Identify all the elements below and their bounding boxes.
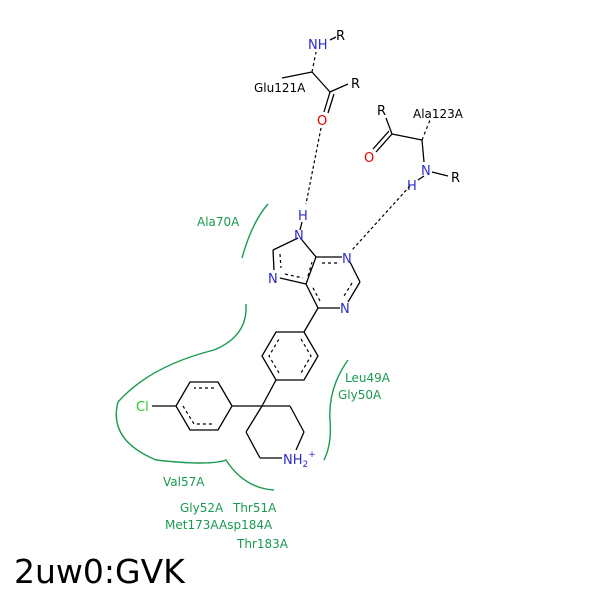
bond-c6-c5 xyxy=(245,431,261,459)
atom-nh2: NH2+ xyxy=(283,450,316,470)
atom-n3-purine: N xyxy=(342,252,352,267)
bond-c2-n xyxy=(295,431,305,451)
bond-c6-phenyl xyxy=(303,307,319,333)
residue-label-met173: Met173A xyxy=(165,518,219,532)
residue-label-glu121: Glu121A xyxy=(254,81,306,95)
arom-5ring-b xyxy=(284,273,304,279)
atom-n-ala: N xyxy=(421,164,431,179)
atom-h-purine: H xyxy=(298,209,308,224)
atom-o-glu: O xyxy=(317,114,327,129)
arc-leu49-gly50 xyxy=(323,359,349,461)
atom-r-glu-c: R xyxy=(351,77,360,92)
piperidine-ring: NH2+ xyxy=(245,405,316,470)
arom-6ring-b xyxy=(343,282,353,297)
bond-ala-ca-cb xyxy=(421,119,431,141)
residue-label-gly52: Gly52A xyxy=(180,501,224,515)
arc-ala70 xyxy=(241,203,269,259)
atom-n7-purine: N xyxy=(268,272,278,287)
residue-label-ala70: Ala70A xyxy=(197,215,240,229)
bond-glu-ca-label xyxy=(281,71,313,79)
atom-cl: Cl xyxy=(136,400,149,415)
hbond-h-ala-n xyxy=(351,185,411,251)
bond-glu-n-r xyxy=(329,36,337,41)
arom-phenyl-b xyxy=(268,338,280,374)
bond-glu-ca-c xyxy=(311,71,331,93)
bond-glu-c-o-1 xyxy=(323,91,331,113)
arom-5ring-c xyxy=(307,261,313,277)
purine-ring: H N N N N xyxy=(268,209,361,317)
residue-label-val57: Val57A xyxy=(163,475,205,489)
chlorophenyl-ring: Cl xyxy=(136,381,262,431)
bond-ala-n-h xyxy=(417,175,425,181)
chlorophenyl-hexagon xyxy=(175,381,233,431)
residue-label-gly50: Gly50A xyxy=(338,388,382,402)
atom-nh-glu: NH xyxy=(308,38,328,53)
bond-n7-c5 xyxy=(279,277,307,285)
residue-label-thr183: Thr183A xyxy=(236,537,289,551)
bond-c8-n7 xyxy=(272,249,275,271)
atom-r-glu-n: R xyxy=(336,29,345,44)
arom-phenyl-a xyxy=(300,338,312,374)
glu121-fragment: NH R R O Glu121A xyxy=(254,29,360,129)
bond-phenyl-quat xyxy=(261,379,277,407)
bond-c5-c4 xyxy=(305,256,317,285)
phenyl-ring xyxy=(261,307,319,407)
arom-6ring-c xyxy=(311,285,321,302)
ala123-fragment: R O N H R Ala123A xyxy=(364,104,464,194)
bond-ala-n-r xyxy=(431,171,449,177)
bond-glu-c-o-2 xyxy=(327,93,335,114)
hbond-o-glu-h xyxy=(305,127,322,205)
diagram-title: 2uw0:GVK xyxy=(14,552,185,591)
bond-c3-c2 xyxy=(289,405,305,433)
bond-n3-c2 xyxy=(349,261,361,283)
residue-label-thr51: Thr51A xyxy=(232,501,277,515)
atom-o-ala: O xyxy=(364,151,374,166)
bond-n9-h xyxy=(299,221,303,231)
bond-n9-c8 xyxy=(272,237,299,251)
arom-clph-b xyxy=(182,405,214,425)
bond-c4-n9 xyxy=(301,239,317,258)
residue-label-ala123: Ala123A xyxy=(413,107,464,121)
arom-5ring-a xyxy=(279,253,282,269)
bond-glu-c-r xyxy=(329,83,349,93)
bond-ala-r-c xyxy=(385,117,393,135)
bond-ala-c-o-1 xyxy=(375,133,393,153)
atom-n1-purine: N xyxy=(340,302,350,317)
bond-c5-quat xyxy=(245,405,263,433)
atom-r-ala-n: R xyxy=(451,171,460,186)
atom-r-ala-c: R xyxy=(377,104,386,119)
atom-n9-purine: N xyxy=(294,229,304,244)
bond-c2-n1 xyxy=(347,281,361,303)
residue-label-asp184: Asp184A xyxy=(219,518,273,532)
bond-ala-c-o-2 xyxy=(372,130,390,150)
atom-h-ala: H xyxy=(407,179,417,194)
residue-label-leu49: Leu49A xyxy=(345,371,391,385)
phenyl-hexagon xyxy=(261,331,319,381)
bond-ala-ca-n xyxy=(421,139,425,163)
bond-c6-c5 xyxy=(305,283,319,309)
bond-glu-ca-n xyxy=(311,51,317,73)
bond-ala-c-ca xyxy=(391,133,423,141)
arc-val57 xyxy=(115,303,275,491)
